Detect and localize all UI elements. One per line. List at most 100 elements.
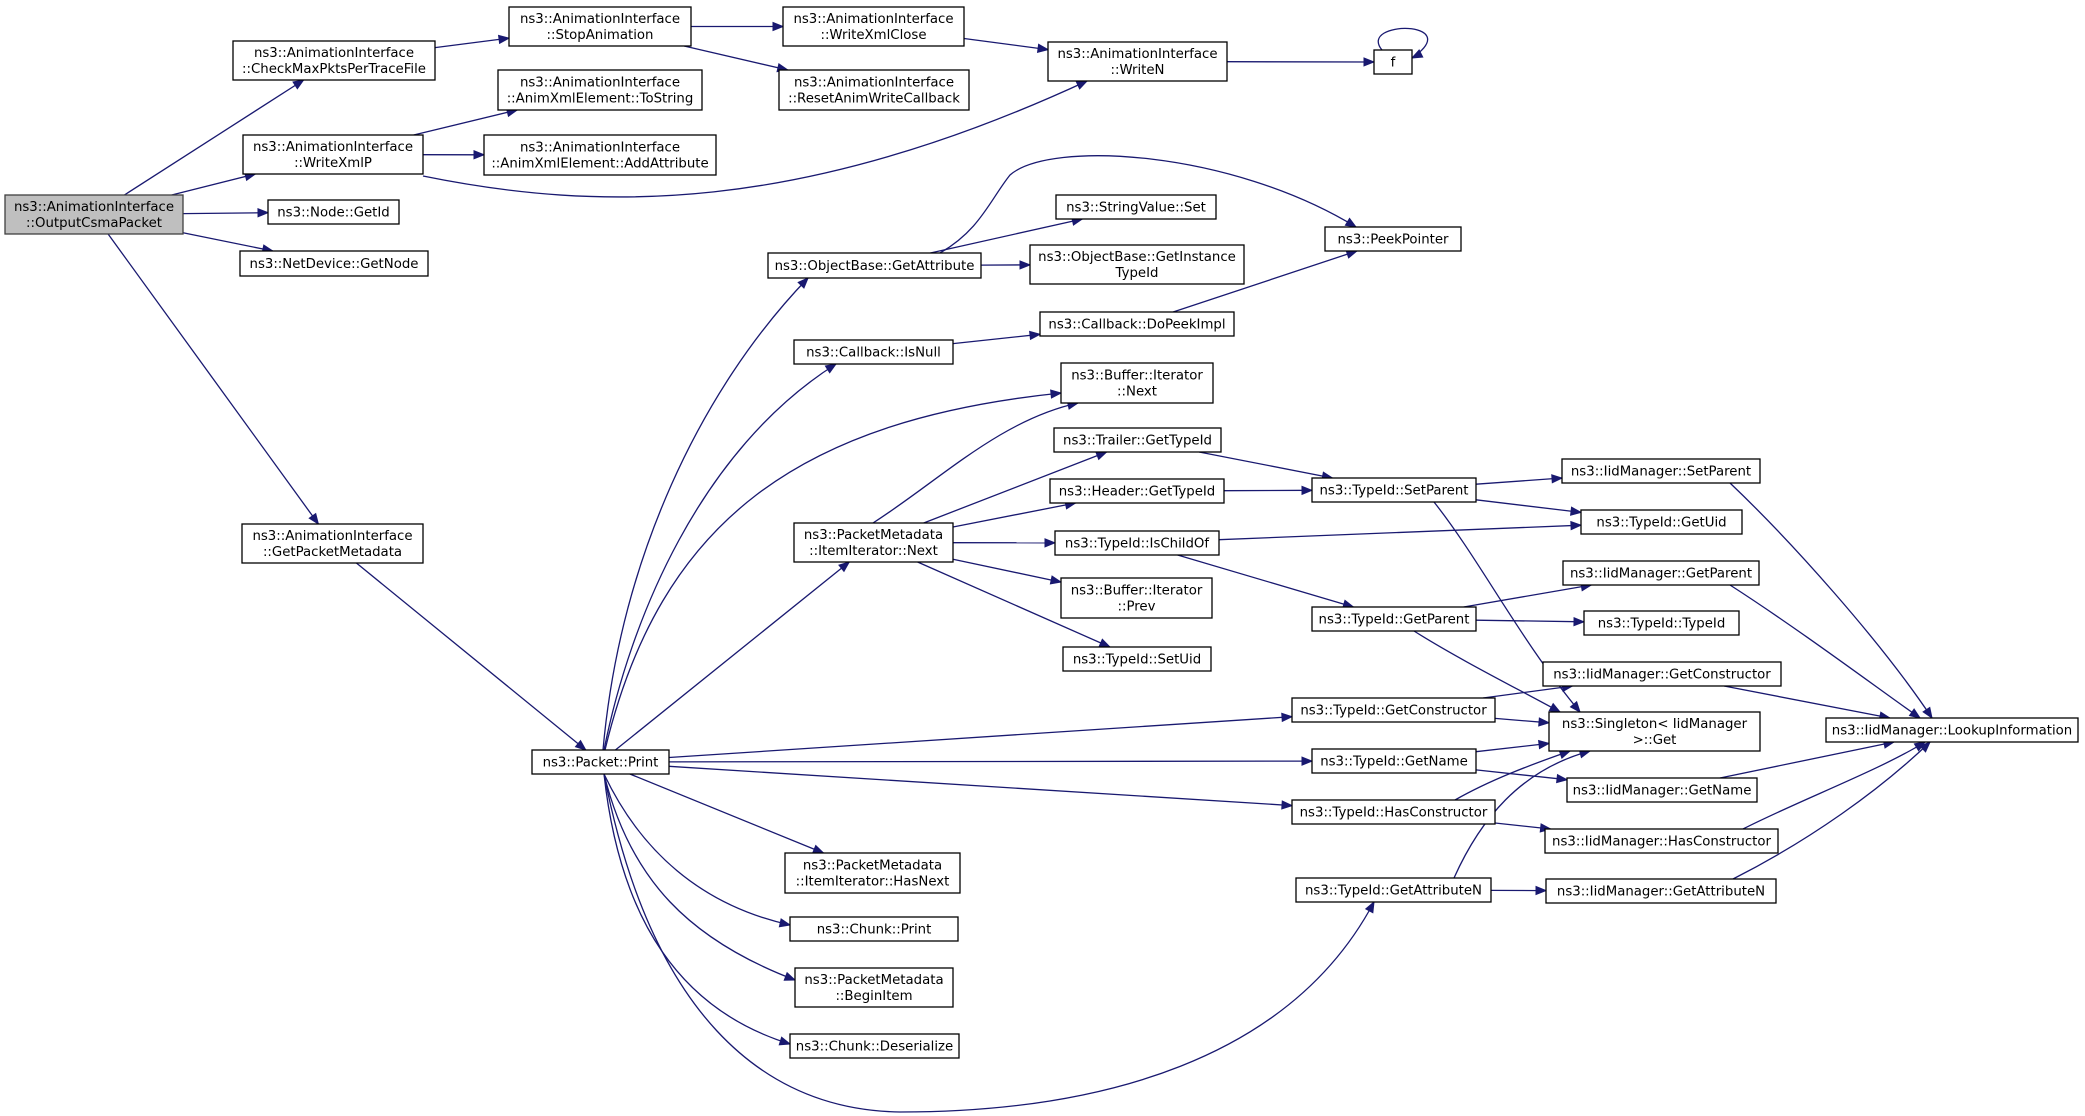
node-label: ::ItemIterator::HasNext (796, 875, 950, 890)
node-label: ::WriteN (1110, 63, 1164, 78)
node-label: ns3::ObjectBase::GetAttribute (775, 259, 975, 274)
node-ResetAnimWriteCallback[interactable]: ns3::AnimationInterface::ResetAnimWriteC… (778, 69, 970, 111)
node-ChunkPrint[interactable]: ns3::Chunk::Print (789, 916, 959, 942)
edge-PacketPrint-to-TypeIdGetConstructor (668, 712, 1294, 759)
node-label: ns3::Callback::IsNull (806, 346, 941, 361)
edge-HeaderGetTypeId-to-TypeIdSetParent (1223, 485, 1314, 496)
node-TypeIdSetUid[interactable]: ns3::TypeId::SetUid (1062, 646, 1212, 672)
edge-PacketPrint-to-TypeIdHasConstructor (668, 765, 1294, 810)
edge-PMItemIteratorNext-to-BufferIteratorPrev (952, 558, 1063, 585)
node-label: ns3::IidManager::LookupInformation (1832, 724, 2072, 739)
node-GetPacketMetadata[interactable]: ns3::AnimationInterface::GetPacketMetada… (241, 523, 424, 564)
node-StopAnimation[interactable]: ns3::AnimationInterface::StopAnimation (508, 6, 692, 47)
node-AnimAddAttribute[interactable]: ns3::AnimationInterface::AnimXmlElement:… (483, 134, 717, 176)
node-TypeIdHasConstructor[interactable]: ns3::TypeId::HasConstructor (1291, 799, 1496, 825)
node-IidLookupInformation[interactable]: ns3::IidManager::LookupInformation (1825, 717, 2079, 743)
node-label: ::WriteXmlP (294, 156, 372, 171)
node-CallbackIsNull[interactable]: ns3::Callback::IsNull (793, 339, 954, 365)
node-label: ns3::TypeId::GetConstructor (1300, 704, 1487, 719)
node-ChunkDeserialize[interactable]: ns3::Chunk::Deserialize (789, 1033, 960, 1059)
node-TypeIdGetUid[interactable]: ns3::TypeId::GetUid (1580, 509, 1743, 535)
edge-IidSetParent-to-IidLookupInformation (1729, 482, 1933, 720)
node-OutputCsmaPacket[interactable]: ns3::AnimationInterface::OutputCsmaPacke… (4, 194, 184, 235)
edge-PacketPrint-to-TypeIdGetName (668, 756, 1314, 766)
function-nodes: ns3::AnimationInterface::OutputCsmaPacke… (4, 6, 2079, 1059)
node-TypeIdTypeId[interactable]: ns3::TypeId::TypeId (1583, 610, 1740, 636)
node-label: ns3::PeekPointer (1337, 233, 1449, 248)
node-CheckMaxPktsPerTraceFile[interactable]: ns3::AnimationInterface::CheckMaxPktsPer… (232, 40, 436, 81)
node-TypeIdGetAttributeN[interactable]: ns3::TypeId::GetAttributeN (1295, 877, 1492, 903)
edge-StopAnimation-to-ResetAnimWriteCallback (683, 45, 790, 73)
node-PacketPrint[interactable]: ns3::Packet::Print (531, 749, 670, 775)
node-f[interactable]: f (1373, 49, 1413, 75)
node-ObjectBaseGetAttribute[interactable]: ns3::ObjectBase::GetAttribute (767, 252, 982, 279)
node-label: ns3::IidManager::HasConstructor (1552, 835, 1771, 850)
node-HeaderGetTypeId[interactable]: ns3::Header::GetTypeId (1049, 478, 1225, 504)
edge-PacketPrint-to-BufferIteratorNext (604, 389, 1063, 751)
edge-IidGetParent-to-IidLookupInformation (1729, 584, 1922, 719)
node-WriteN[interactable]: ns3::AnimationInterface::WriteN (1047, 41, 1228, 82)
edge-TypeIdSetParent-to-TypeIdGetUid (1475, 499, 1583, 516)
node-label: ns3::Buffer::Iterator (1071, 369, 1203, 384)
node-WriteXmlP[interactable]: ns3::AnimationInterface::WriteXmlP (242, 134, 424, 175)
node-label: ::Prev (1118, 600, 1156, 615)
edge-TrailerGetTypeId-to-TypeIdSetParent (1198, 451, 1334, 481)
node-label: ::ResetAnimWriteCallback (788, 92, 960, 107)
node-PMBeginItem[interactable]: ns3::PacketMetadata::BeginItem (794, 967, 954, 1008)
node-NetDeviceGetNode[interactable]: ns3::NetDevice::GetNode (239, 250, 429, 277)
edge-TypeIdSetParent-to-IidSetParent (1475, 474, 1564, 485)
node-label: ns3::Packet::Print (543, 756, 659, 771)
node-IidGetAttributeN[interactable]: ns3::IidManager::GetAttributeN (1545, 878, 1777, 904)
node-CallbackDoPeekImpl[interactable]: ns3::Callback::DoPeekImpl (1039, 311, 1235, 337)
node-TypeIdGetName[interactable]: ns3::TypeId::GetName (1311, 748, 1477, 774)
edge-WriteN-to-f (1226, 57, 1376, 67)
node-IidGetName[interactable]: ns3::IidManager::GetName (1566, 777, 1758, 803)
node-AnimToString[interactable]: ns3::AnimationInterface::AnimXmlElement:… (497, 69, 703, 111)
edge-OutputCsmaPacket-to-NetDeviceGetNode (182, 232, 275, 254)
node-label: ::StopAnimation (547, 28, 654, 43)
node-label: ::ItemIterator::Next (809, 544, 938, 559)
node-label: ns3::PacketMetadata (804, 528, 943, 543)
node-StringValueSet[interactable]: ns3::StringValue::Set (1055, 194, 1217, 220)
node-TypeIdIsChildOf[interactable]: ns3::TypeId::IsChildOf (1054, 530, 1220, 556)
node-BufferIteratorNext[interactable]: ns3::Buffer::Iterator::Next (1060, 362, 1214, 404)
node-label: f (1391, 56, 1396, 71)
node-PeekPointer[interactable]: ns3::PeekPointer (1324, 226, 1462, 252)
node-IidSetParent[interactable]: ns3::IidManager::SetParent (1561, 458, 1761, 484)
edge-TypeIdGetConstructor-to-SingletonGet (1494, 717, 1551, 727)
node-label: ns3::TypeId::GetUid (1596, 516, 1726, 531)
node-IidGetConstructor[interactable]: ns3::IidManager::GetConstructor (1542, 661, 1782, 687)
node-label: ns3::Callback::DoPeekImpl (1048, 318, 1225, 333)
node-PMItemIteratorNext[interactable]: ns3::PacketMetadata::ItemIterator::Next (793, 522, 954, 563)
edge-TypeIdGetAttributeN-to-SingletonGet (1453, 749, 1592, 879)
node-IidGetParent[interactable]: ns3::IidManager::GetParent (1562, 560, 1760, 586)
node-NodeGetId[interactable]: ns3::Node::GetId (267, 199, 400, 225)
node-label: ns3::PacketMetadata (803, 859, 942, 874)
node-label: ns3::AnimationInterface (520, 76, 680, 91)
node-label: ns3::PacketMetadata (804, 973, 943, 988)
node-label: ns3::AnimationInterface (253, 140, 413, 155)
node-WriteXmlClose[interactable]: ns3::AnimationInterface::WriteXmlClose (782, 6, 965, 47)
node-TypeIdGetParent[interactable]: ns3::TypeId::GetParent (1311, 606, 1477, 632)
node-IidHasConstructor[interactable]: ns3::IidManager::HasConstructor (1544, 828, 1779, 854)
node-label: ns3::ObjectBase::GetInstance (1038, 250, 1236, 265)
node-SingletonGet[interactable]: ns3::Singleton< IidManager >::Get (1548, 711, 1761, 752)
edge-PacketPrint-to-ObjectBaseGetAttribute (602, 277, 809, 751)
node-label: ns3::IidManager::GetName (1573, 784, 1752, 799)
node-label: ns3::Chunk::Print (817, 923, 932, 938)
edge-TypeIdGetName-to-SingletonGet (1475, 739, 1551, 753)
edge-TypeIdGetName-to-IidGetName (1475, 769, 1569, 784)
node-TrailerGetTypeId[interactable]: ns3::Trailer::GetTypeId (1053, 427, 1222, 453)
node-TypeIdGetConstructor[interactable]: ns3::TypeId::GetConstructor (1291, 697, 1496, 723)
edge-PacketPrint-to-ChunkPrint (603, 773, 792, 928)
node-PMHasNext[interactable]: ns3::PacketMetadata::ItemIterator::HasNe… (784, 852, 961, 894)
edge-TypeIdGetParent-to-TypeIdTypeId (1475, 616, 1586, 627)
node-TypeIdSetParent[interactable]: ns3::TypeId::SetParent (1311, 477, 1477, 503)
edge-OutputCsmaPacket-to-WriteXmlP (171, 171, 257, 196)
edge-PMItemIteratorNext-to-BufferIteratorNext (872, 400, 1080, 524)
node-label: ns3::AnimationInterface (252, 529, 412, 544)
node-BufferIteratorPrev[interactable]: ns3::Buffer::Iterator::Prev (1060, 577, 1213, 619)
edge-ObjectBaseGetAttribute-to-PeekPointer (939, 155, 1358, 254)
